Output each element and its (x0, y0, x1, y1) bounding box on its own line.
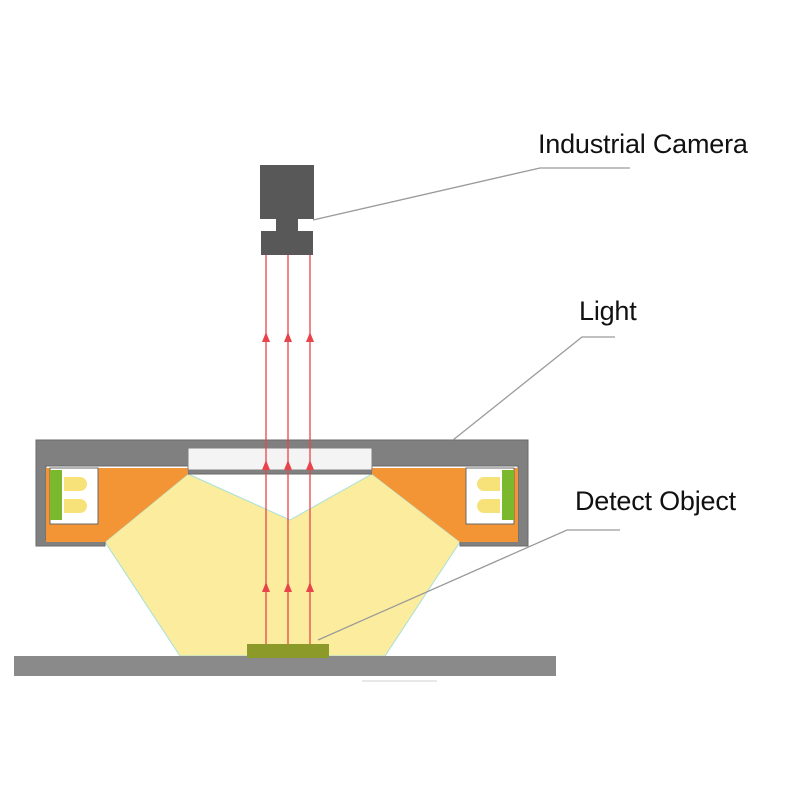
ray-arrows (262, 332, 314, 592)
industrial-camera-icon (260, 165, 314, 255)
leader-object (317, 529, 620, 641)
ray-1-arrow-mid (262, 460, 270, 470)
label-light: Light (579, 296, 637, 326)
label-industrial-camera: Industrial Camera (538, 129, 748, 159)
led-board-right (502, 470, 514, 520)
led-left-top (64, 477, 87, 491)
camera-mount (276, 219, 298, 231)
label-detect-object: Detect Object (575, 486, 736, 516)
led-right-top (477, 477, 500, 491)
camera-body (260, 165, 314, 219)
stage-mark (362, 680, 437, 682)
led-left-bottom (64, 499, 87, 513)
ring-light-icon (35, 439, 529, 547)
ray-3-arrow-mid (306, 460, 314, 470)
ray-1-arrow-high (262, 332, 270, 342)
detect-object (247, 644, 329, 658)
led-right-bottom (477, 499, 500, 513)
ray-3-arrow-high (306, 332, 314, 342)
light-cone (104, 473, 461, 657)
ray-2-arrow-low (284, 582, 292, 592)
light-rays (265, 255, 311, 644)
stage-platform (14, 656, 556, 676)
diffuser-window (187, 447, 373, 471)
ray-2-arrow-high (284, 332, 292, 342)
leader-light (452, 336, 615, 441)
camera-lens (261, 231, 313, 255)
led-board-left (50, 470, 62, 520)
leader-lines (312, 167, 630, 641)
ray-2-arrow-mid (284, 460, 292, 470)
ray-1-arrow-low (262, 582, 270, 592)
ray-3-arrow-low (306, 582, 314, 592)
leader-camera (312, 167, 630, 221)
